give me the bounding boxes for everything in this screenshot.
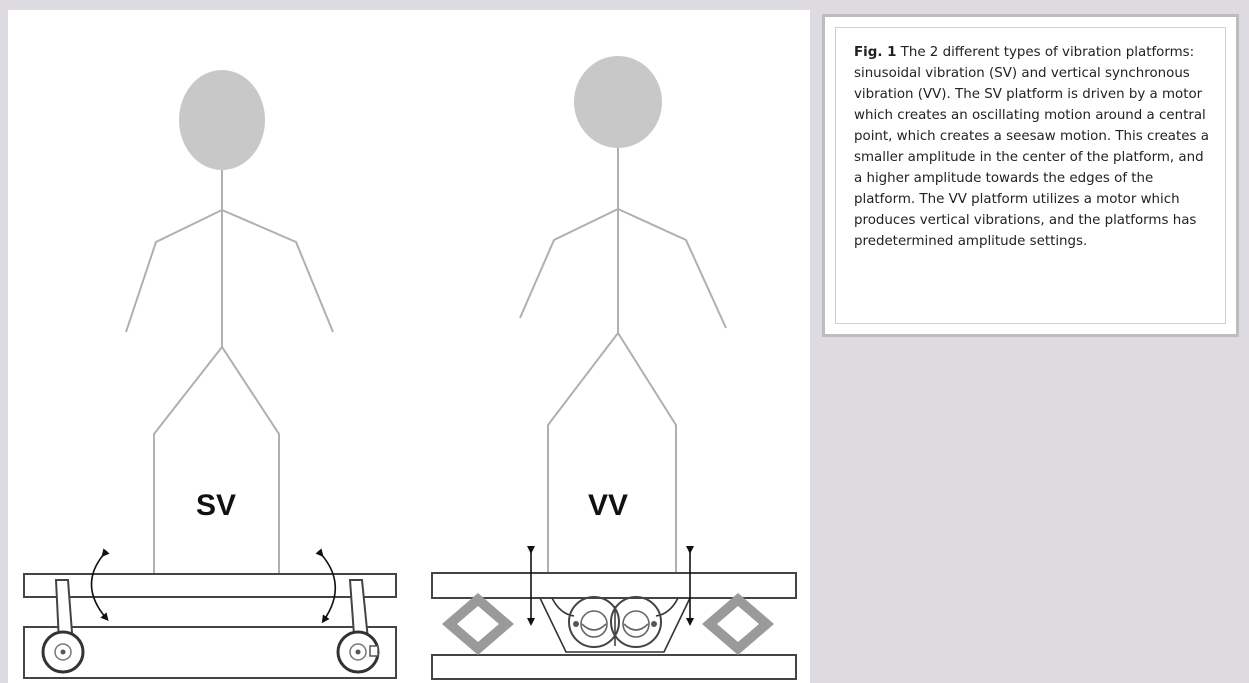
caption-text: The 2 different types of vibration platf… (854, 45, 1209, 249)
sv-figure (125, 70, 334, 573)
sv-label: SV (188, 488, 245, 524)
diagram-panel: SV VV (8, 10, 810, 683)
sv-left-curved-arrow (90, 548, 110, 622)
caption-box: Fig. 1 The 2 different types of vibratio… (822, 14, 1239, 337)
vv-head (574, 56, 662, 148)
vv-base (431, 654, 797, 680)
sv-left-linkage (41, 579, 85, 674)
vv-left-arm (519, 208, 619, 319)
vv-legs (547, 331, 677, 573)
vv-label: VV (580, 488, 637, 524)
vv-right-arm (617, 208, 727, 329)
vv-left-diamond (442, 593, 514, 655)
sv-left-arm (125, 209, 223, 333)
sv-right-arm (221, 209, 334, 333)
vv-right-diamond (702, 593, 774, 655)
figure-label: Fig. 1 (854, 45, 897, 60)
figure-caption: Fig. 1 The 2 different types of vibratio… (835, 27, 1226, 324)
sv-head (179, 70, 265, 170)
sv-top-plate (23, 573, 397, 598)
sv-legs (153, 345, 280, 573)
vv-figure (519, 56, 727, 573)
vv-vertical-arrows (527, 546, 694, 626)
sv-right-curved-arrow (315, 548, 337, 624)
sv-platform (23, 573, 397, 679)
vv-motor (539, 596, 691, 653)
vibration-platform-diagram (23, 56, 797, 680)
sv-rotation-arrows (90, 548, 337, 624)
sv-base (23, 626, 397, 679)
sv-right-linkage (336, 579, 380, 674)
vv-top-plate (431, 572, 797, 599)
vv-platform (431, 572, 797, 680)
